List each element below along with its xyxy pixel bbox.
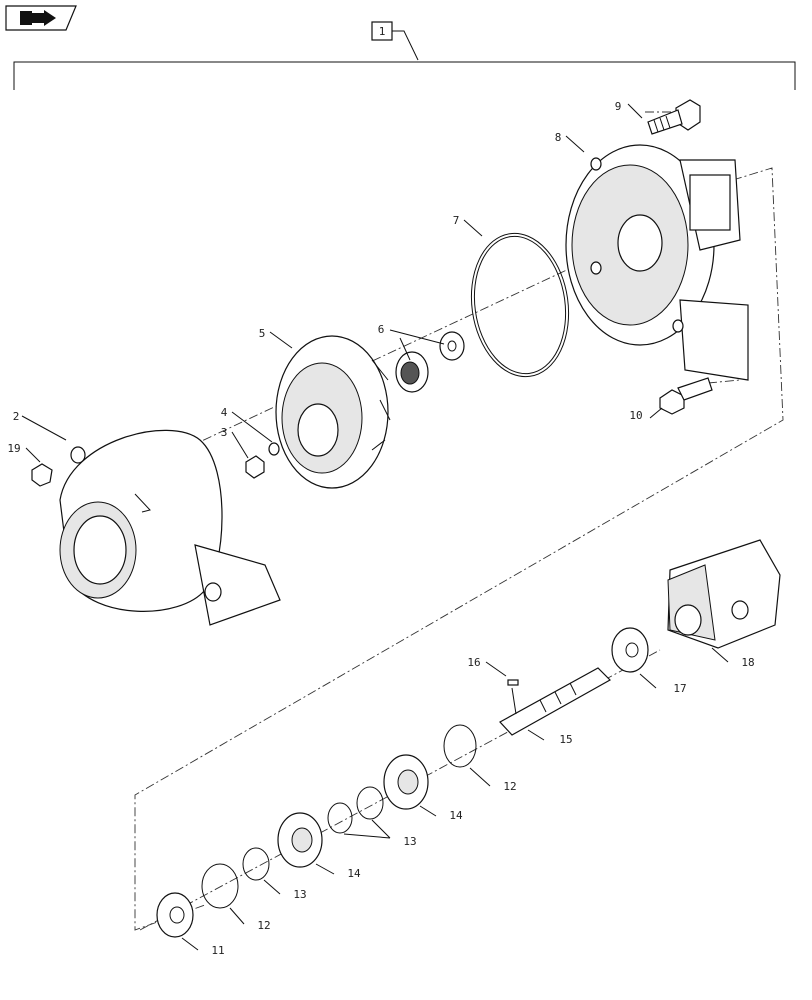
spacer-part-17[interactable]	[611, 627, 649, 673]
volute-casing-part-2[interactable]	[59, 429, 281, 626]
hydraulic-pump-part-18[interactable]	[667, 539, 781, 649]
snap-ring-part-13-upper[interactable]	[327, 786, 384, 834]
callout-2: 2	[13, 410, 20, 423]
key-part-16[interactable]	[507, 679, 519, 686]
callout-11: 11	[211, 944, 224, 957]
retaining-ring-part-12-lower[interactable]	[201, 863, 239, 909]
back-arrow-icon[interactable]	[5, 5, 77, 31]
callout-16: 16	[467, 656, 480, 669]
callout-labels: 9 8 7 6 5 4 3 2 19 10 18 17 16 15 12 14	[7, 100, 754, 957]
bolt-part-10[interactable]	[659, 377, 713, 415]
callout-3: 3	[221, 426, 228, 439]
pump-housing-part-8[interactable]	[565, 144, 749, 381]
callout-5: 5	[259, 327, 266, 340]
callout-6: 6	[378, 323, 385, 336]
snap-ring-part-13-lower[interactable]	[242, 847, 270, 881]
bearing-part-14-upper[interactable]	[383, 754, 429, 810]
callout-8: 8	[555, 131, 562, 144]
callout-13-lower: 13	[293, 888, 306, 901]
impeller-part-5[interactable]	[275, 335, 391, 489]
callout-10: 10	[629, 409, 642, 422]
callout-7: 7	[453, 214, 460, 227]
bolt-part-9[interactable]	[647, 99, 701, 135]
plug-part-19[interactable]	[31, 463, 53, 487]
washer-part-11[interactable]	[156, 892, 194, 938]
retaining-ring-part-12-upper[interactable]	[443, 724, 477, 768]
seal-part-6[interactable]	[395, 331, 465, 393]
callout-13-upper: 13	[403, 835, 416, 848]
bearing-part-14-lower[interactable]	[277, 812, 323, 868]
callout-9: 9	[615, 100, 622, 113]
callout-15: 15	[559, 733, 572, 746]
callout-14-lower: 14	[347, 867, 361, 880]
callout-12-lower: 12	[257, 919, 270, 932]
nut-part-3[interactable]	[245, 455, 265, 479]
assembly-bracket: 1	[13, 21, 796, 90]
washer-part-4[interactable]	[268, 442, 280, 456]
callout-14-upper: 14	[449, 809, 463, 822]
shaft-part-15[interactable]	[499, 667, 611, 736]
callout-12-upper: 12	[503, 780, 516, 793]
o-ring-part-7[interactable]	[462, 227, 577, 383]
callout-17: 17	[673, 682, 686, 695]
callout-4: 4	[221, 406, 228, 419]
assembly-label: 1	[379, 25, 386, 38]
callout-18: 18	[741, 656, 754, 669]
callout-19: 19	[7, 442, 20, 455]
